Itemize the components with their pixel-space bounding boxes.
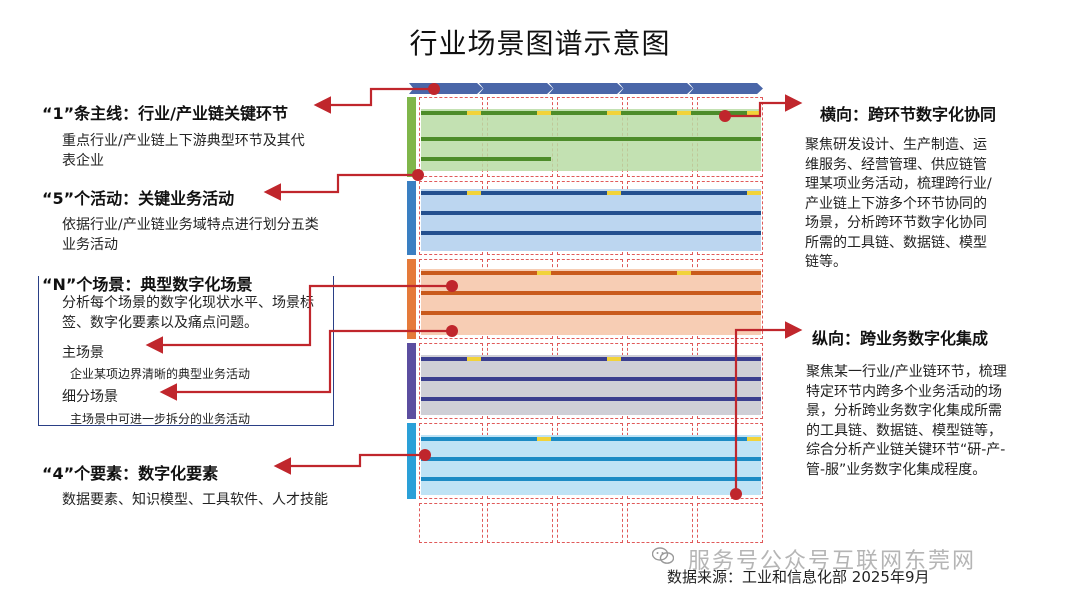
sub-scene-description: 主场景中可进一步拆分的业务活动	[70, 412, 251, 426]
band-tag	[407, 259, 416, 339]
horizontal-arrow	[725, 94, 803, 118]
elements-arrow	[273, 453, 425, 475]
marker-dot	[412, 169, 424, 181]
elements-row	[407, 503, 763, 543]
scene-box	[38, 276, 334, 426]
marker-dot	[419, 449, 431, 461]
marker-dot	[719, 110, 731, 122]
marker-dot	[446, 280, 458, 292]
main-scene-arrow	[145, 284, 452, 354]
matrix-column-header	[549, 83, 623, 94]
matrix-column-header	[409, 83, 483, 94]
band-tag	[407, 343, 416, 419]
scenes-heading: “N”个场景：典型数字化场景	[42, 271, 257, 295]
activity-band-4	[407, 343, 763, 419]
matrix-column-header	[689, 83, 763, 94]
page-title: 行业场景图谱示意图	[409, 27, 671, 60]
band-tag	[407, 97, 416, 177]
activity-band-1	[407, 97, 763, 177]
activity-band-3	[407, 259, 763, 339]
matrix-column-header	[479, 83, 553, 94]
scenes-description: 分析每个场景的数字化现状水平、场景标签、数字化要素以及痛点问题。	[62, 295, 314, 331]
band-tag	[407, 423, 416, 499]
activity-band-5	[407, 423, 763, 499]
source-note: 数据来源：工业和信息化部 2025年9月	[667, 568, 930, 586]
elements-description: 数据要素、知识模型、工具软件、人才技能	[62, 492, 328, 508]
horizontal-description: 聚焦研发设计、生产制造、运维服务、经营管理、供应链管理某项业务活动，梳理跨行业/…	[805, 137, 992, 270]
watermark-text: 服务号公众号互联网东莞网	[688, 549, 977, 574]
activity-band-2	[407, 181, 763, 255]
horizontal-heading: 横向：跨环节数字化协同	[820, 105, 997, 124]
main-scene-description: 企业某项边界清晰的典型业务活动	[70, 367, 251, 381]
marker-dot	[428, 83, 440, 95]
main-line-description: 重点行业/产业链上下游典型环节及其代表企业	[62, 133, 305, 169]
vertical-heading: 纵向：跨业务数字化集成	[812, 329, 989, 348]
sub-scene-arrow	[159, 329, 452, 401]
main-scene-label: 主场景	[62, 345, 104, 361]
elements-heading: “4”个要素：数字化要素	[42, 464, 219, 483]
sub-scene-label: 细分场景	[62, 389, 118, 405]
marker-dot	[446, 325, 458, 337]
activities-heading: “5”个活动：关键业务活动	[42, 189, 235, 208]
activities-arrow	[263, 173, 418, 201]
scene-matrix	[407, 83, 763, 543]
marker-dot	[730, 488, 742, 500]
activities-description: 依据行业/产业链业务域特点进行划分五类业务活动	[62, 217, 319, 253]
main-line-arrow	[313, 87, 434, 114]
wechat-icon	[652, 547, 674, 564]
band-tag	[407, 181, 416, 255]
matrix-column-header	[619, 83, 693, 94]
vertical-description: 聚焦某一行业/产业链环节，梳理特定环节内跨多个业务活动的场景，分析跨业务数字化集…	[806, 364, 1007, 478]
main-line-heading: “1”条主线：行业/产业链关键环节	[42, 104, 289, 123]
vertical-arrow	[734, 321, 803, 494]
